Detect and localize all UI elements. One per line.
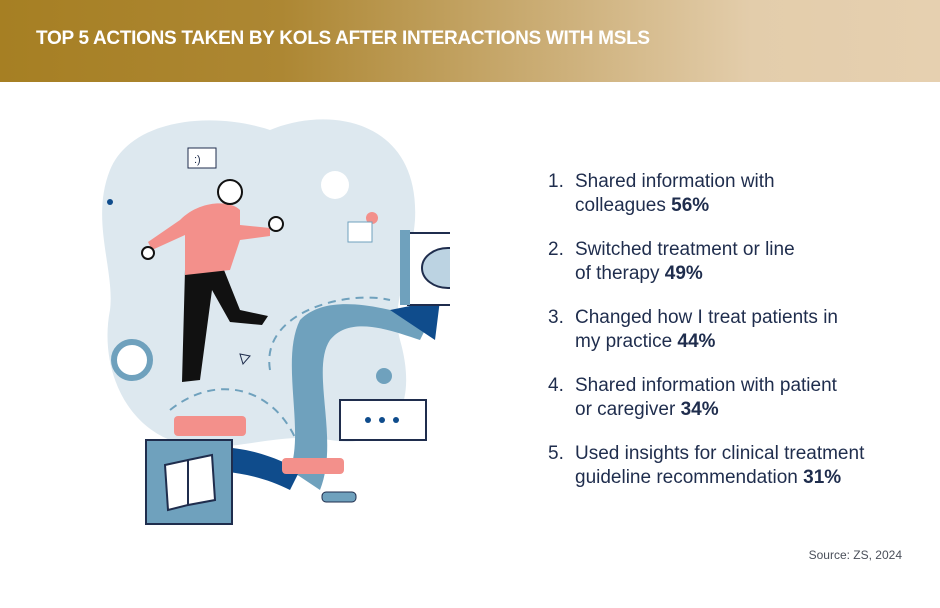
item-percent: 31% bbox=[803, 467, 842, 488]
title-banner: TOP 5 ACTIONS TAKEN BY KOLS AFTER INTERA… bbox=[0, 0, 940, 82]
actions-list: 1. Shared information with colleagues 56%… bbox=[548, 170, 928, 510]
flowing-ribbon bbox=[290, 304, 430, 490]
item-text: Shared information with patient bbox=[575, 375, 837, 396]
flower-icon bbox=[321, 171, 349, 199]
item-number: 1. bbox=[548, 171, 564, 192]
speech-bubble bbox=[187, 147, 217, 169]
person-legs bbox=[182, 260, 268, 382]
item-text: guideline recommendation bbox=[575, 467, 798, 488]
item-text: my practice bbox=[575, 331, 673, 352]
page-title: TOP 5 ACTIONS TAKEN BY KOLS AFTER INTERA… bbox=[36, 28, 650, 49]
item-text: colleagues bbox=[575, 195, 666, 216]
person-head bbox=[217, 179, 243, 205]
item-number: 4. bbox=[548, 375, 564, 396]
book-icon bbox=[163, 453, 217, 512]
background-blob bbox=[102, 119, 416, 448]
item-text: Shared information with bbox=[575, 171, 775, 192]
path-dashed bbox=[169, 388, 301, 451]
item-percent: 49% bbox=[664, 263, 703, 284]
list-item: 3. Changed how I treat patients in my pra… bbox=[548, 306, 928, 354]
list-item: 5. Used insights for clinical treatment g… bbox=[548, 442, 928, 490]
item-text: or caregiver bbox=[575, 399, 676, 420]
item-text: Used insights for clinical treatment bbox=[575, 443, 865, 464]
item-percent: 44% bbox=[677, 331, 716, 352]
item-number: 2. bbox=[548, 239, 564, 260]
item-text: Changed how I treat patients in bbox=[575, 307, 839, 328]
item-number: 3. bbox=[548, 307, 564, 328]
brain-icon bbox=[421, 247, 450, 289]
item-percent: 56% bbox=[671, 195, 710, 216]
source-note: Source: ZS, 2024 bbox=[808, 548, 902, 562]
item-text: Switched treatment or line bbox=[575, 239, 795, 260]
lightbulb-icon bbox=[111, 339, 153, 381]
list-item: 4. Shared information with patient or car… bbox=[548, 374, 928, 422]
item-percent: 34% bbox=[680, 399, 719, 420]
list-item: 1. Shared information with colleagues 56% bbox=[548, 170, 928, 218]
person-torso bbox=[148, 203, 270, 275]
kol-illustration: :) bbox=[102, 119, 450, 525]
item-text: of therapy bbox=[575, 263, 660, 284]
svg-text::): :) bbox=[194, 154, 201, 166]
item-number: 5. bbox=[548, 443, 564, 464]
